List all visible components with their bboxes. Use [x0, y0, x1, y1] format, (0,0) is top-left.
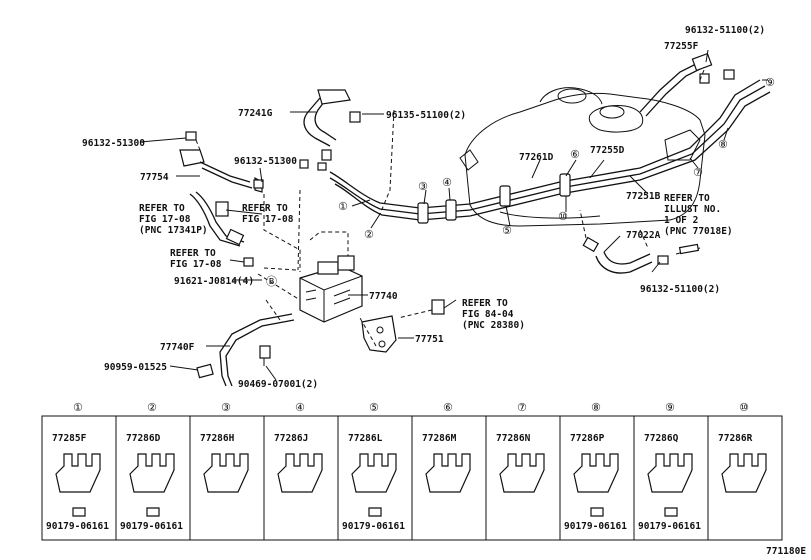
- left-components: [179, 69, 735, 267]
- clamp-header-4: ④: [295, 401, 305, 414]
- clamp-bolt-1: 90179-06161: [46, 521, 109, 532]
- label-77255F: 77255F: [664, 41, 699, 52]
- clamp-header-1: ①: [73, 401, 83, 414]
- label-77241G: 77241G: [238, 108, 273, 119]
- label-96132-51100-bot: 96132-51100(2): [640, 284, 720, 295]
- clamp-part-9: 77286Q: [644, 433, 679, 444]
- charcoal-canister: [196, 255, 445, 387]
- refer-a-line2: FIG 17-08: [139, 214, 191, 225]
- label-96132-51300-b: 96132-51300: [234, 156, 297, 167]
- figure-id: 771180E: [766, 546, 806, 557]
- refer-d-line1: REFER TO: [462, 298, 508, 309]
- callout-6: ⑥: [570, 148, 580, 161]
- callout-7: ⑦: [693, 166, 703, 179]
- bolt-icon: [664, 507, 678, 517]
- callout-10: ⑩: [558, 210, 568, 223]
- refer-e-line2: ILLUST NO.: [664, 204, 721, 215]
- label-77740: 77740: [369, 291, 398, 302]
- callout-3: ③: [418, 180, 428, 193]
- clamp-part-3: 77286H: [200, 433, 235, 444]
- clamp-drawing-1: [55, 453, 101, 493]
- clamp-part-4: 77286J: [274, 433, 308, 444]
- clamp-header-9: ⑨: [665, 401, 675, 414]
- clamp-drawing-8: [573, 453, 619, 493]
- clamp-drawing-9: [647, 453, 693, 493]
- label-77261D: 77261D: [519, 152, 554, 163]
- dashed-connection-lines: [195, 69, 705, 347]
- callout-2: ②: [364, 228, 374, 241]
- clamp-part-1: 77285F: [52, 433, 87, 444]
- part-labels: 96132-51100(2) 77255F 77241G 96135-51100…: [82, 25, 765, 390]
- clamp-drawing-5: [351, 453, 397, 493]
- bolt-icon: [590, 507, 604, 517]
- clamp-drawing-10: [721, 453, 767, 493]
- label-91621-J0814: 91621-J0814(4): [174, 276, 254, 287]
- clamp-bolt-8: 90179-06161: [564, 521, 627, 532]
- clamp-bolt-2: 90179-06161: [120, 521, 183, 532]
- clamp-table: ① 77285F 90179-06161 ② 77286D 90179-06161 ③ 772…: [41, 401, 783, 541]
- clamp-bolt-9: 90179-06161: [638, 521, 701, 532]
- clamp-drawing-3: [203, 453, 249, 493]
- callout-9: ⑨: [765, 76, 775, 89]
- clamp-drawing-7: [499, 453, 545, 493]
- label-77754: 77754: [140, 172, 169, 183]
- label-96132-51300-a: 96132-51300: [82, 138, 145, 149]
- refer-notes: REFER TO FIG 17-08 (PNC 17341P) REFER TO…: [139, 193, 733, 331]
- clamp-drawing-4: [277, 453, 323, 493]
- callout-5: ⑤: [502, 224, 512, 237]
- refer-e-line4: (PNC 77018E): [664, 226, 733, 237]
- label-77255D: 77255D: [590, 145, 625, 156]
- clamp-drawing-6: [425, 453, 471, 493]
- label-77251B: 77251B: [626, 191, 661, 202]
- label-77751: 77751: [415, 334, 444, 345]
- clamp-header-6: ⑥: [443, 401, 453, 414]
- clamp-part-2: 77286D: [126, 433, 161, 444]
- callout-1: ①: [338, 200, 348, 213]
- callout-8: ⑧: [718, 138, 728, 151]
- leader-lines: [139, 49, 768, 381]
- fuel-tank: [459, 87, 706, 227]
- clamp-header-3: ③: [221, 401, 231, 414]
- refer-e-line1: REFER TO: [664, 193, 710, 204]
- callout-B: Ⓑ: [266, 275, 277, 288]
- label-77022A: 77022A: [626, 230, 661, 241]
- bolt-icon: [72, 507, 86, 517]
- label-96132-51100-top: 96132-51100(2): [685, 25, 765, 36]
- clamp-bolt-5: 90179-06161: [342, 521, 405, 532]
- label-96135-51100: 96135-51100(2): [386, 110, 466, 121]
- refer-c-line2: FIG 17-08: [170, 259, 222, 270]
- clamp-part-5: 77286L: [348, 433, 383, 444]
- clamp-part-10: 77286R: [718, 433, 753, 444]
- refer-b-line2: FIG 17-08: [242, 214, 294, 225]
- refer-c-line1: REFER TO: [170, 248, 216, 259]
- refer-b-line1: REFER TO: [242, 203, 288, 214]
- label-90959-01525: 90959-01525: [104, 362, 167, 373]
- bolt-icon: [368, 507, 382, 517]
- refer-a-line1: REFER TO: [139, 203, 185, 214]
- clamp-header-10: ⑩: [739, 401, 749, 414]
- refer-a-line3: (PNC 17341P): [139, 225, 208, 236]
- fuel-tubes: [303, 52, 771, 274]
- clamp-part-8: 77286P: [570, 433, 605, 444]
- clamp-header-5: ⑤: [369, 401, 379, 414]
- callout-4: ④: [442, 176, 452, 189]
- refer-d-line2: FIG 84-04: [462, 309, 514, 320]
- callout-markers: ① ② ③ ④ ⑤ ⑥ ⑦ ⑧ ⑨ ⑩ Ⓑ: [266, 76, 775, 288]
- clamp-part-7: 77286N: [496, 433, 531, 444]
- clamp-header-8: ⑧: [591, 401, 601, 414]
- refer-d-line3: (PNC 28380): [462, 320, 525, 331]
- clamp-header-7: ⑦: [517, 401, 527, 414]
- clamp-part-6: 77286M: [422, 433, 457, 444]
- clamp-header-2: ②: [147, 401, 157, 414]
- refer-e-line3: 1 OF 2: [664, 215, 698, 226]
- label-77740F: 77740F: [160, 342, 195, 353]
- clamp-drawing-2: [129, 453, 175, 493]
- bolt-icon: [146, 507, 160, 517]
- label-90469-07001: 90469-07001(2): [238, 379, 318, 390]
